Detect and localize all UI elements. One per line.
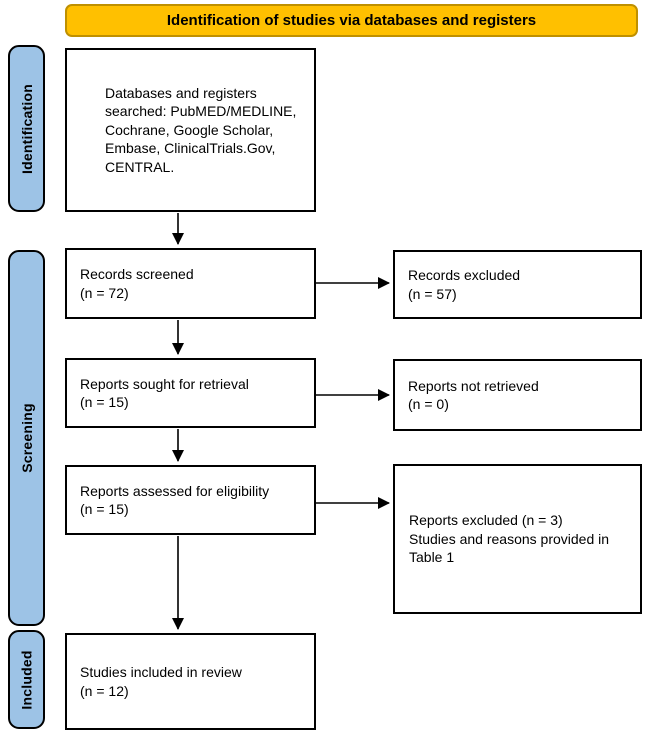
box-reports-assessed: Reports assessed for eligibility (n = 15… [65, 465, 316, 535]
stage-bar-identification: Identification [8, 45, 45, 212]
box-databases-text: Databases and registers searched: PubMED… [105, 84, 297, 175]
diagram-title-banner: Identification of studies via databases … [65, 4, 638, 37]
box-databases-searched: Databases and registers searched: PubMED… [65, 48, 316, 212]
stage-bar-included: Included [8, 630, 45, 729]
box-studies-included: Studies included in review (n = 12) [65, 633, 316, 730]
box-reports-sought-label: Reports sought for retrieval [80, 375, 249, 392]
diagram-title: Identification of studies via databases … [166, 12, 537, 29]
box-reports-excluded: Reports excluded (n = 3) Studies and rea… [393, 464, 642, 614]
box-reports-sought: Reports sought for retrieval (n = 15) [65, 358, 316, 428]
box-records-excluded: Records excluded (n = 57) [393, 250, 642, 319]
box-records-screened-label: Records screened [80, 266, 194, 282]
stage-bar-screening: Screening [8, 250, 45, 626]
box-studies-included-count: (n = 12) [80, 682, 129, 699]
box-reports-assessed-label: Reports assessed for eligibility [80, 482, 270, 499]
box-reports-sought-count: (n = 15) [80, 394, 129, 410]
box-reports-assessed-count: (n = 15) [80, 501, 129, 517]
box-reports-not-retrieved-count: (n = 0) [408, 396, 449, 412]
box-reports-excluded-line2: Studies and reasons provided in Table 1 [409, 530, 610, 566]
box-reports-excluded-line1: Reports excluded (n = 3) [409, 512, 563, 529]
stage-label-screening: Screening [18, 403, 35, 473]
box-studies-included-label: Studies included in review [80, 664, 242, 680]
box-reports-not-retrieved-label: Reports not retrieved [408, 377, 539, 394]
box-records-screened-count: (n = 72) [80, 284, 129, 301]
box-records-excluded-count: (n = 57) [408, 285, 457, 302]
box-records-screened: Records screened (n = 72) [65, 248, 316, 319]
stage-label-identification: Identification [18, 83, 35, 174]
box-records-excluded-label: Records excluded [408, 267, 521, 283]
box-reports-not-retrieved: Reports not retrieved (n = 0) [393, 359, 642, 431]
stage-label-included: Included [18, 649, 35, 710]
